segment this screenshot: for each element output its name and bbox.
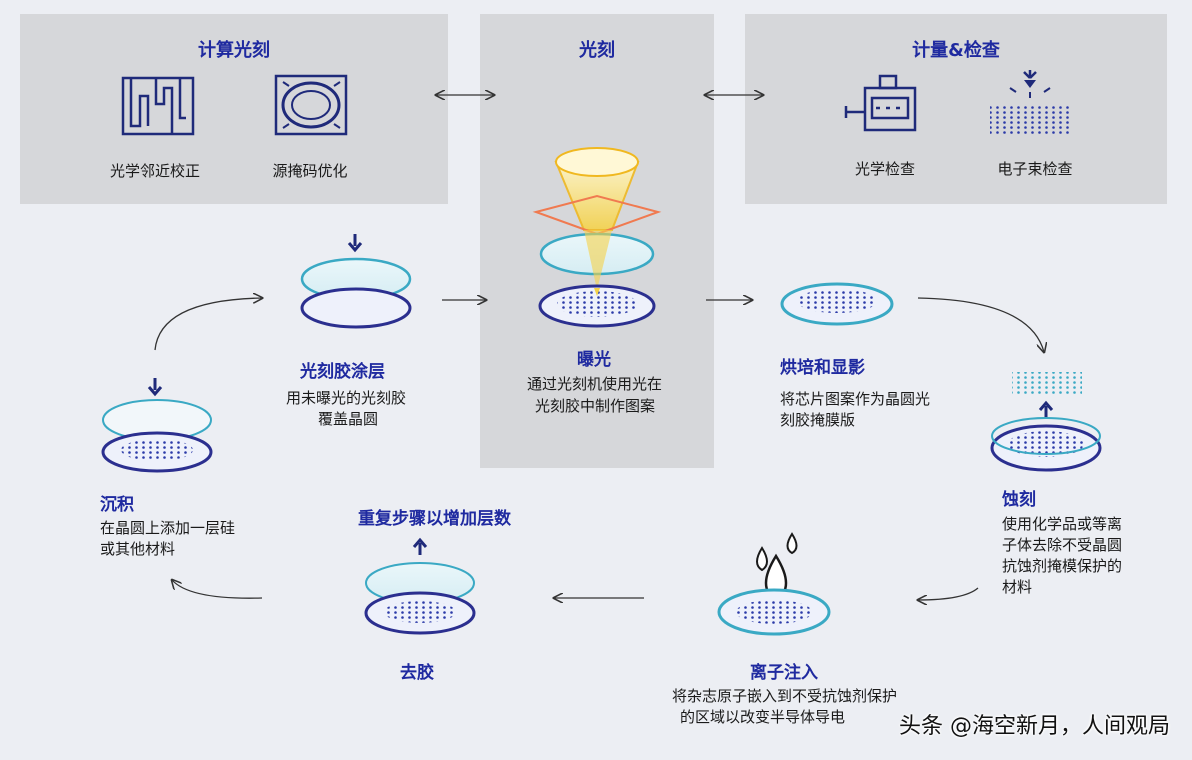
coating-desc-line-2: 覆盖晶圆 <box>318 410 379 428</box>
bake-title: 烘培和显影 <box>780 358 865 378</box>
repeat-title: 重复步骤以增加层数 <box>358 509 511 529</box>
bake-develop-graphic <box>780 282 894 326</box>
opc-pattern-icon <box>121 76 195 136</box>
exposure-desc-line-1: 通过光刻机使用光在 <box>527 375 663 393</box>
photoresist-coating-graphic <box>300 234 412 329</box>
electron-beam-inspection-icon <box>990 70 1072 134</box>
metrology-title: 计量&检查 <box>912 40 1000 61</box>
strip-title: 去胶 <box>400 663 434 683</box>
source-mask-optimization-icon <box>274 74 348 136</box>
deposition-title: 沉积 <box>100 495 134 515</box>
coating-title: 光刻胶涂层 <box>300 362 385 382</box>
metrology-panel <box>745 14 1167 204</box>
etch-desc-line-2: 子体去除不受晶圆 <box>1002 536 1123 554</box>
computational-lithography-panel <box>20 14 448 204</box>
bake-desc-line-2: 刻胶掩膜版 <box>780 411 856 429</box>
exposure-graphic <box>532 147 662 328</box>
etch-title: 蚀刻 <box>1002 490 1036 510</box>
exposure-desc-line-2: 光刻胶中制作图案 <box>535 397 656 415</box>
flow-arrow-strip-to-deposition <box>172 580 263 599</box>
deposition-graphic <box>101 378 213 473</box>
exposure-title: 曝光 <box>577 350 611 370</box>
computational-lithography-title: 计算光刻 <box>198 40 270 61</box>
bake-desc-line-1: 将芯片图案作为晶圆光 <box>780 390 931 408</box>
optical-inspection-label: 光学检查 <box>854 160 915 178</box>
flow-arrow-deposition-to-coating <box>154 298 262 351</box>
smo-label: 源掩码优化 <box>272 162 348 180</box>
implant-desc-line-2: 的区域以改变半导体导电 <box>680 708 846 726</box>
watermark: 头条 @海空新月，人间观局 <box>899 714 1170 739</box>
flow-arrow-etch-to-implant <box>918 587 979 600</box>
optical-inspection-icon <box>844 74 917 132</box>
etch-desc-line-4: 材料 <box>1002 578 1033 596</box>
strip-graphic <box>364 537 476 635</box>
etch-desc-line-1: 使用化学品或等离 <box>1002 515 1123 533</box>
flow-arrow-bake-to-etch <box>917 297 1044 352</box>
etch-desc-line-3: 抗蚀剂掩模保护的 <box>1002 557 1123 575</box>
implant-title: 离子注入 <box>750 663 818 683</box>
ion-implantation-graphic <box>717 532 831 636</box>
ebeam-inspection-label: 电子束检查 <box>997 160 1073 178</box>
coating-desc-line-1: 用未曝光的光刻胶 <box>286 389 407 407</box>
etch-graphic <box>990 372 1102 472</box>
opc-label: 光学邻近校正 <box>109 162 200 180</box>
lithography-title: 光刻 <box>579 40 615 61</box>
deposition-desc-line-1: 在晶圆上添加一层硅 <box>100 519 236 537</box>
implant-desc-line-1: 将杂志原子嵌入到不受抗蚀剂保护 <box>672 687 898 705</box>
deposition-desc-line-2: 或其他材料 <box>100 540 176 558</box>
